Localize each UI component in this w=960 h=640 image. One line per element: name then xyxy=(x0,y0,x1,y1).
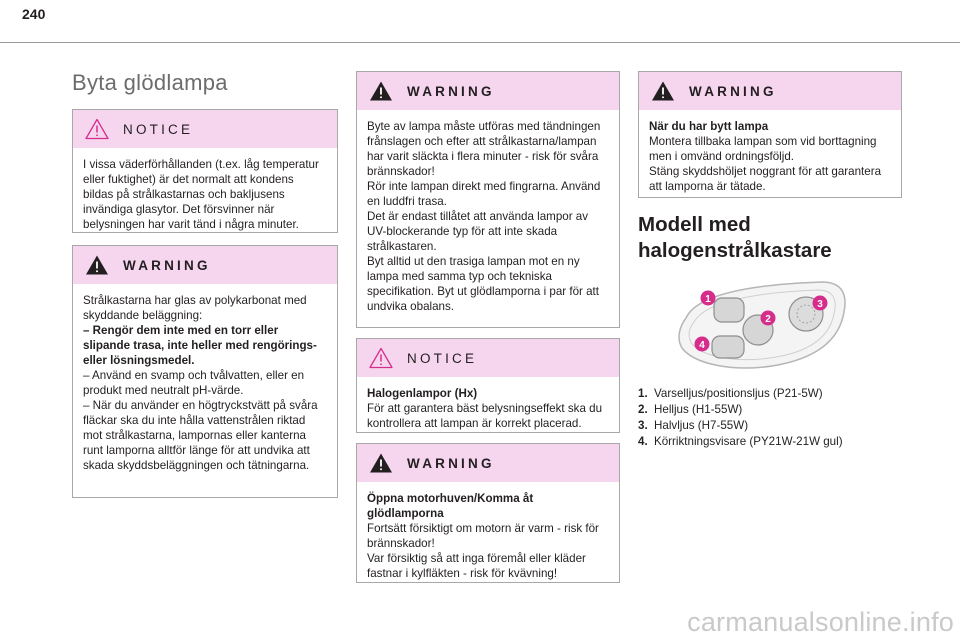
legend-item: 3.Halvljus (H7-55W) xyxy=(638,419,749,432)
callout-4: 4 xyxy=(694,336,710,352)
callout-1-label: 1 xyxy=(705,294,711,305)
notice-text: För att garantera bäst belysningseffekt … xyxy=(367,402,603,430)
warning-text-line1: Strålkastarna har glas av polykarbonat m… xyxy=(83,294,307,322)
warning-box-polycarbonate: WARNING Strålkastarna har glas av polyka… xyxy=(72,245,338,498)
callout-4-label: 4 xyxy=(699,340,705,351)
warning-text-p1: Montera tillbaka lampan som vid borttagn… xyxy=(649,135,877,163)
warning-box-header: WARNING xyxy=(357,72,619,110)
warning-text-p4: Byt alltid ut den trasiga lampan mot en … xyxy=(367,255,599,313)
warning-text-p2: Stäng skyddshöljet noggrant för att gara… xyxy=(649,165,882,193)
notice-box-condensation: NOTICE I vissa väderförhållanden (t.ex. … xyxy=(72,109,338,233)
notice-heading: Halogenlampor (Hx) xyxy=(367,387,478,400)
warning-text-p1: Fortsätt försiktigt om motorn är varm - … xyxy=(367,522,599,550)
warning-text-p1: Byte av lampa måste utföras med tändning… xyxy=(367,120,601,178)
watermark: carmanualsonline.info xyxy=(687,607,954,637)
notice-box-halogen: NOTICE Halogenlampor (Hx) För att garant… xyxy=(356,338,620,433)
headlamp-inner-outline xyxy=(688,289,836,361)
callout-3: 3 xyxy=(812,295,828,311)
notice-triangle-icon xyxy=(369,347,393,369)
warning-text-p2: Var försiktig så att inga föremål eller … xyxy=(367,552,586,580)
legend-item: 4.Körriktningsvisare (PY21W-21W gul) xyxy=(638,435,843,448)
notice-label: NOTICE xyxy=(123,121,194,137)
legend-item: 1.Varselljus/positionsljus (P21-5W) xyxy=(638,387,823,400)
warning-box-after-replacement: WARNING När du har bytt lampa Montera ti… xyxy=(638,71,902,198)
warning-label: WARNING xyxy=(407,455,495,471)
warning-box-bulb-replacement: WARNING Byte av lampa måste utföras med … xyxy=(356,71,620,328)
page-number: 240 xyxy=(22,6,46,22)
headlamp-diagram: 1 2 3 4 xyxy=(678,281,846,369)
section-title: Byta glödlampa xyxy=(72,70,228,95)
notice-label: NOTICE xyxy=(407,350,478,366)
bulb-socket-4 xyxy=(711,335,745,359)
warning-text-line2: – Rengör dem inte med en torr eller slip… xyxy=(83,324,317,367)
legend-item: 2.Helljus (H1-55W) xyxy=(638,403,743,416)
warning-triangle-icon xyxy=(86,255,108,275)
warning-heading: När du har bytt lampa xyxy=(649,120,769,133)
warning-text-p3: Det är endast tillåtet att använda lampo… xyxy=(367,210,589,253)
notice-triangle-icon xyxy=(85,118,109,140)
model-title: Modell med halogenstrålkastare xyxy=(638,213,832,262)
callout-1: 1 xyxy=(700,290,716,306)
warning-label: WARNING xyxy=(123,257,211,273)
callout-3-label: 3 xyxy=(817,299,823,310)
warning-box-header: WARNING xyxy=(357,444,619,482)
warning-text-line3: – Använd en svamp och tvålvatten, eller … xyxy=(83,369,305,397)
bulb-legend: 1.Varselljus/positionsljus (P21-5W) 2.He… xyxy=(638,386,918,450)
notice-box-header: NOTICE xyxy=(73,110,337,148)
bulb-socket-3-inner xyxy=(796,304,816,324)
warning-text-line4: – När du använder en högtryckstvätt på s… xyxy=(83,399,318,472)
callout-2-label: 2 xyxy=(765,314,771,325)
warning-box-header: WARNING xyxy=(639,72,901,110)
header-divider xyxy=(0,42,960,43)
warning-triangle-icon xyxy=(652,81,674,101)
warning-label: WARNING xyxy=(689,83,777,99)
callout-2: 2 xyxy=(760,310,776,326)
bulb-socket-1 xyxy=(713,297,745,323)
warning-heading: Öppna motorhuven/Komma åt glödlamporna xyxy=(367,492,534,520)
warning-label: WARNING xyxy=(407,83,495,99)
warning-box-header: WARNING xyxy=(73,246,337,284)
warning-box-hood: WARNING Öppna motorhuven/Komma åt glödla… xyxy=(356,443,620,583)
warning-text-p2: Rör inte lampan direkt med fingrarna. An… xyxy=(367,180,601,208)
warning-triangle-icon xyxy=(370,453,392,473)
notice-box-header: NOTICE xyxy=(357,339,619,377)
warning-triangle-icon xyxy=(370,81,392,101)
notice-text: I vissa väderförhållanden (t.ex. låg tem… xyxy=(83,158,319,231)
